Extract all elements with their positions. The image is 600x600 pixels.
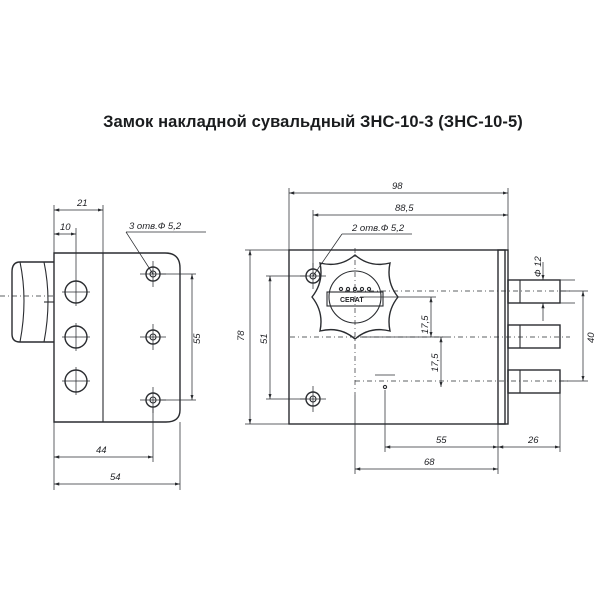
front-view-mount-holes xyxy=(300,263,388,412)
side-view-knob xyxy=(11,261,54,343)
side-view: 3 отв.Ф 5,2 21 10 55 44 54 xyxy=(0,198,206,490)
front-holes-note: 2 отв.Ф 5,2 xyxy=(351,223,405,234)
dim-55-front: 55 xyxy=(436,435,447,446)
rosette-outline xyxy=(311,254,399,340)
bolt-rect xyxy=(507,279,561,304)
dim-21: 21 xyxy=(76,198,88,209)
drawing-title: Замок накладной сувальдный ЗНС-10-3 (ЗНС… xyxy=(103,113,523,131)
bolt-rect xyxy=(507,324,561,349)
dim-68: 68 xyxy=(424,457,435,468)
cerat-logo-plate xyxy=(326,291,384,307)
side-view-body xyxy=(53,252,181,423)
dim-d12: Ф 12 xyxy=(533,256,544,277)
dim-26: 26 xyxy=(527,435,539,446)
front-view: CERAT 2 отв.Ф 5,2 xyxy=(236,181,597,474)
front-view-bolts xyxy=(507,279,561,394)
dim-55-side: 55 xyxy=(192,333,203,344)
side-view-bolts xyxy=(62,278,90,395)
front-view-housing xyxy=(288,249,506,425)
bolt-rect xyxy=(507,369,561,394)
dim-44: 44 xyxy=(96,445,107,456)
side-view-mount-holes xyxy=(140,261,166,413)
dim-98: 98 xyxy=(392,181,403,192)
dim-88-5: 88,5 xyxy=(395,203,414,214)
dim-78: 78 xyxy=(236,330,247,341)
side-holes-note: 3 отв.Ф 5,2 xyxy=(129,221,182,232)
dim-17-5-bottom: 17,5 xyxy=(430,353,441,372)
dim-51: 51 xyxy=(259,333,270,344)
dim-10: 10 xyxy=(60,222,71,233)
dim-54: 54 xyxy=(110,472,121,483)
dim-17-5-top: 17,5 xyxy=(420,315,431,334)
dim-40: 40 xyxy=(586,332,597,343)
cerat-logo-text: CERAT xyxy=(340,297,364,304)
